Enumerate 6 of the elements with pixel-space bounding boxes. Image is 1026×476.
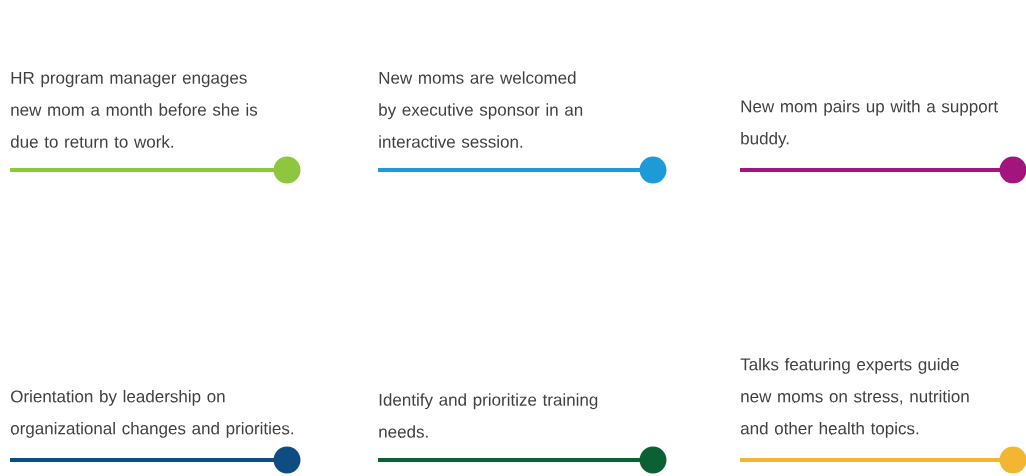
step-text: New mom pairs up with a support buddy. [741, 99, 998, 148]
step-text: Identify and prioritize training needs. [379, 393, 598, 438]
step-text: New moms are welcomed by executive sponsor in an interactive session. [379, 71, 583, 148]
step-text: Talks featuring experts guide new moms on stress, nutrition and other health topics. [740, 357, 969, 438]
step-text: HR program manager engages new mom a month before she is due to return to work. [10, 71, 258, 148]
step-text: Orientation by leadership on organizational changes and priorities. [10, 389, 293, 438]
